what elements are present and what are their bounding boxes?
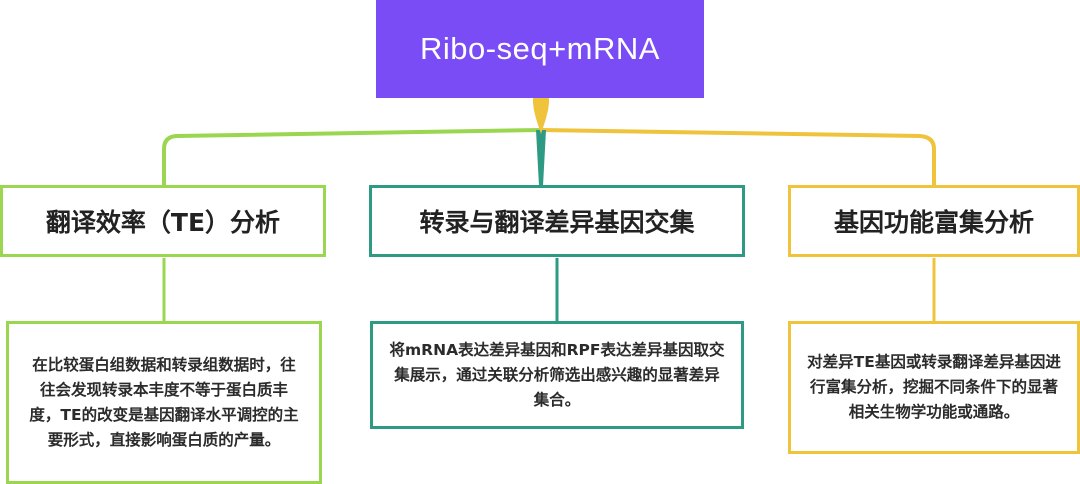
branch-node-intersection: 转录与翻译差异基因交集 xyxy=(369,185,745,257)
branch-node-te-analysis: 翻译效率（TE）分析 xyxy=(0,185,326,257)
root-label: Ribo-seq+mRNA xyxy=(420,31,660,66)
branch-node-enrichment: 基因功能富集分析 xyxy=(788,185,1080,257)
branch-title: 转录与翻译差异基因交集 xyxy=(419,208,695,237)
detail-node-enrichment: 对差异TE基因或转录翻译差异基因进行富集分析，挖掘不同条件下的显著相关生物学功能… xyxy=(788,321,1080,454)
detail-node-te-analysis: 在比较蛋白组数据和转录组数据时，往往会发现转录本丰度不等于蛋白质丰度，TE的改变… xyxy=(6,321,322,484)
detail-node-intersection: 将mRNA表达差异基因和RPF表达差异基因取交集展示，通过关联分析筛选出感兴趣的… xyxy=(370,321,744,429)
detail-text: 在比较蛋白组数据和转录组数据时，往往会发现转录本丰度不等于蛋白质丰度，TE的改变… xyxy=(29,355,299,449)
branch-title: 基因功能富集分析 xyxy=(833,208,1034,237)
root-node: Ribo-seq+mRNA xyxy=(376,0,704,98)
branch-title: 翻译效率（TE）分析 xyxy=(45,208,281,237)
detail-text: 对差异TE基因或转录翻译差异基因进行富集分析，挖掘不同条件下的显著相关生物学功能… xyxy=(807,353,1061,421)
detail-text: 将mRNA表达差异基因和RPF表达差异基因取交集展示，通过关联分析筛选出感兴趣的… xyxy=(389,340,725,409)
